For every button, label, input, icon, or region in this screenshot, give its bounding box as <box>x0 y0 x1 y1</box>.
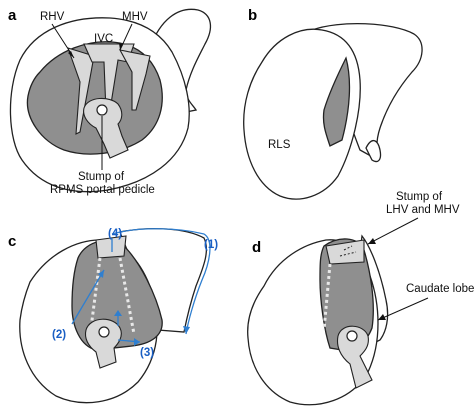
panel-a-stump-circle <box>96 104 108 116</box>
arrowhead-rhv <box>68 51 74 58</box>
panel-c-dashed-line-right <box>118 257 136 335</box>
blue-arrowhead-1 <box>183 326 190 334</box>
panel-d-stump-circle <box>346 330 358 342</box>
panel-b-letter: b <box>248 7 257 24</box>
label-c-2: (2) <box>52 329 66 341</box>
panel-d: d Stump of LHV and MHV Caudate lobe <box>247 191 474 406</box>
panel-a-cut-surface <box>26 41 163 155</box>
panel-a-portal-pedicle <box>83 97 129 159</box>
panel-a: a RHV MHV IVC Stump of RPMS portal pedic… <box>8 7 212 196</box>
panel-b-flap <box>365 140 382 163</box>
label-c-1: (1) <box>204 239 218 251</box>
label-stump-a-line1: Stump of <box>78 171 125 183</box>
label-c-4: (4) <box>108 228 122 240</box>
panel-c-stump-top <box>95 235 127 259</box>
arrowhead-mhv <box>119 43 123 50</box>
label-stump-d-line1: Stump of <box>396 191 443 203</box>
arrow-stump-d <box>367 217 419 245</box>
label-mhv: MHV <box>122 11 148 23</box>
panel-a-mhv-vein <box>118 49 151 111</box>
label-caudate: Caudate lobe <box>406 283 474 295</box>
panel-c-portal-pedicle <box>84 318 122 369</box>
panel-d-letter: d <box>252 239 261 256</box>
blue-arrowhead-up <box>114 310 122 316</box>
blue-arrow-2 <box>71 269 105 325</box>
panel-b: b RLS <box>243 7 423 200</box>
panel-d-portal-pedicle <box>336 325 373 389</box>
label-ivc: IVC <box>94 33 113 45</box>
panel-b-liver-outline <box>243 28 361 200</box>
panel-c-dashed-line-left <box>88 257 102 337</box>
arrowhead-caudate <box>378 314 386 320</box>
blue-arrowhead-2 <box>98 270 104 278</box>
blue-arrow-1 <box>111 228 211 335</box>
panel-c-letter: c <box>8 233 16 250</box>
label-stump-d-line2: LHV and MHV <box>386 204 460 216</box>
panel-c: c (4) (1) (2) (3) <box>8 227 218 404</box>
panel-d-suture <box>339 245 357 257</box>
blue-arrowhead-3 <box>134 338 140 346</box>
panel-d-stump-top <box>325 239 365 265</box>
panel-a-letter: a <box>8 7 17 24</box>
panel-c-stump-circle <box>98 326 110 338</box>
label-c-3: (3) <box>140 347 154 359</box>
arrowhead-stump-d <box>368 238 376 244</box>
panel-d-dashed-line <box>322 263 332 331</box>
label-rls: RLS <box>268 139 291 151</box>
arrow-caudate <box>377 297 429 321</box>
label-stump-a-line2: RPMS portal pedicle <box>50 184 155 196</box>
label-rhv: RHV <box>40 11 65 23</box>
panel-b-cut-surface <box>322 56 351 147</box>
